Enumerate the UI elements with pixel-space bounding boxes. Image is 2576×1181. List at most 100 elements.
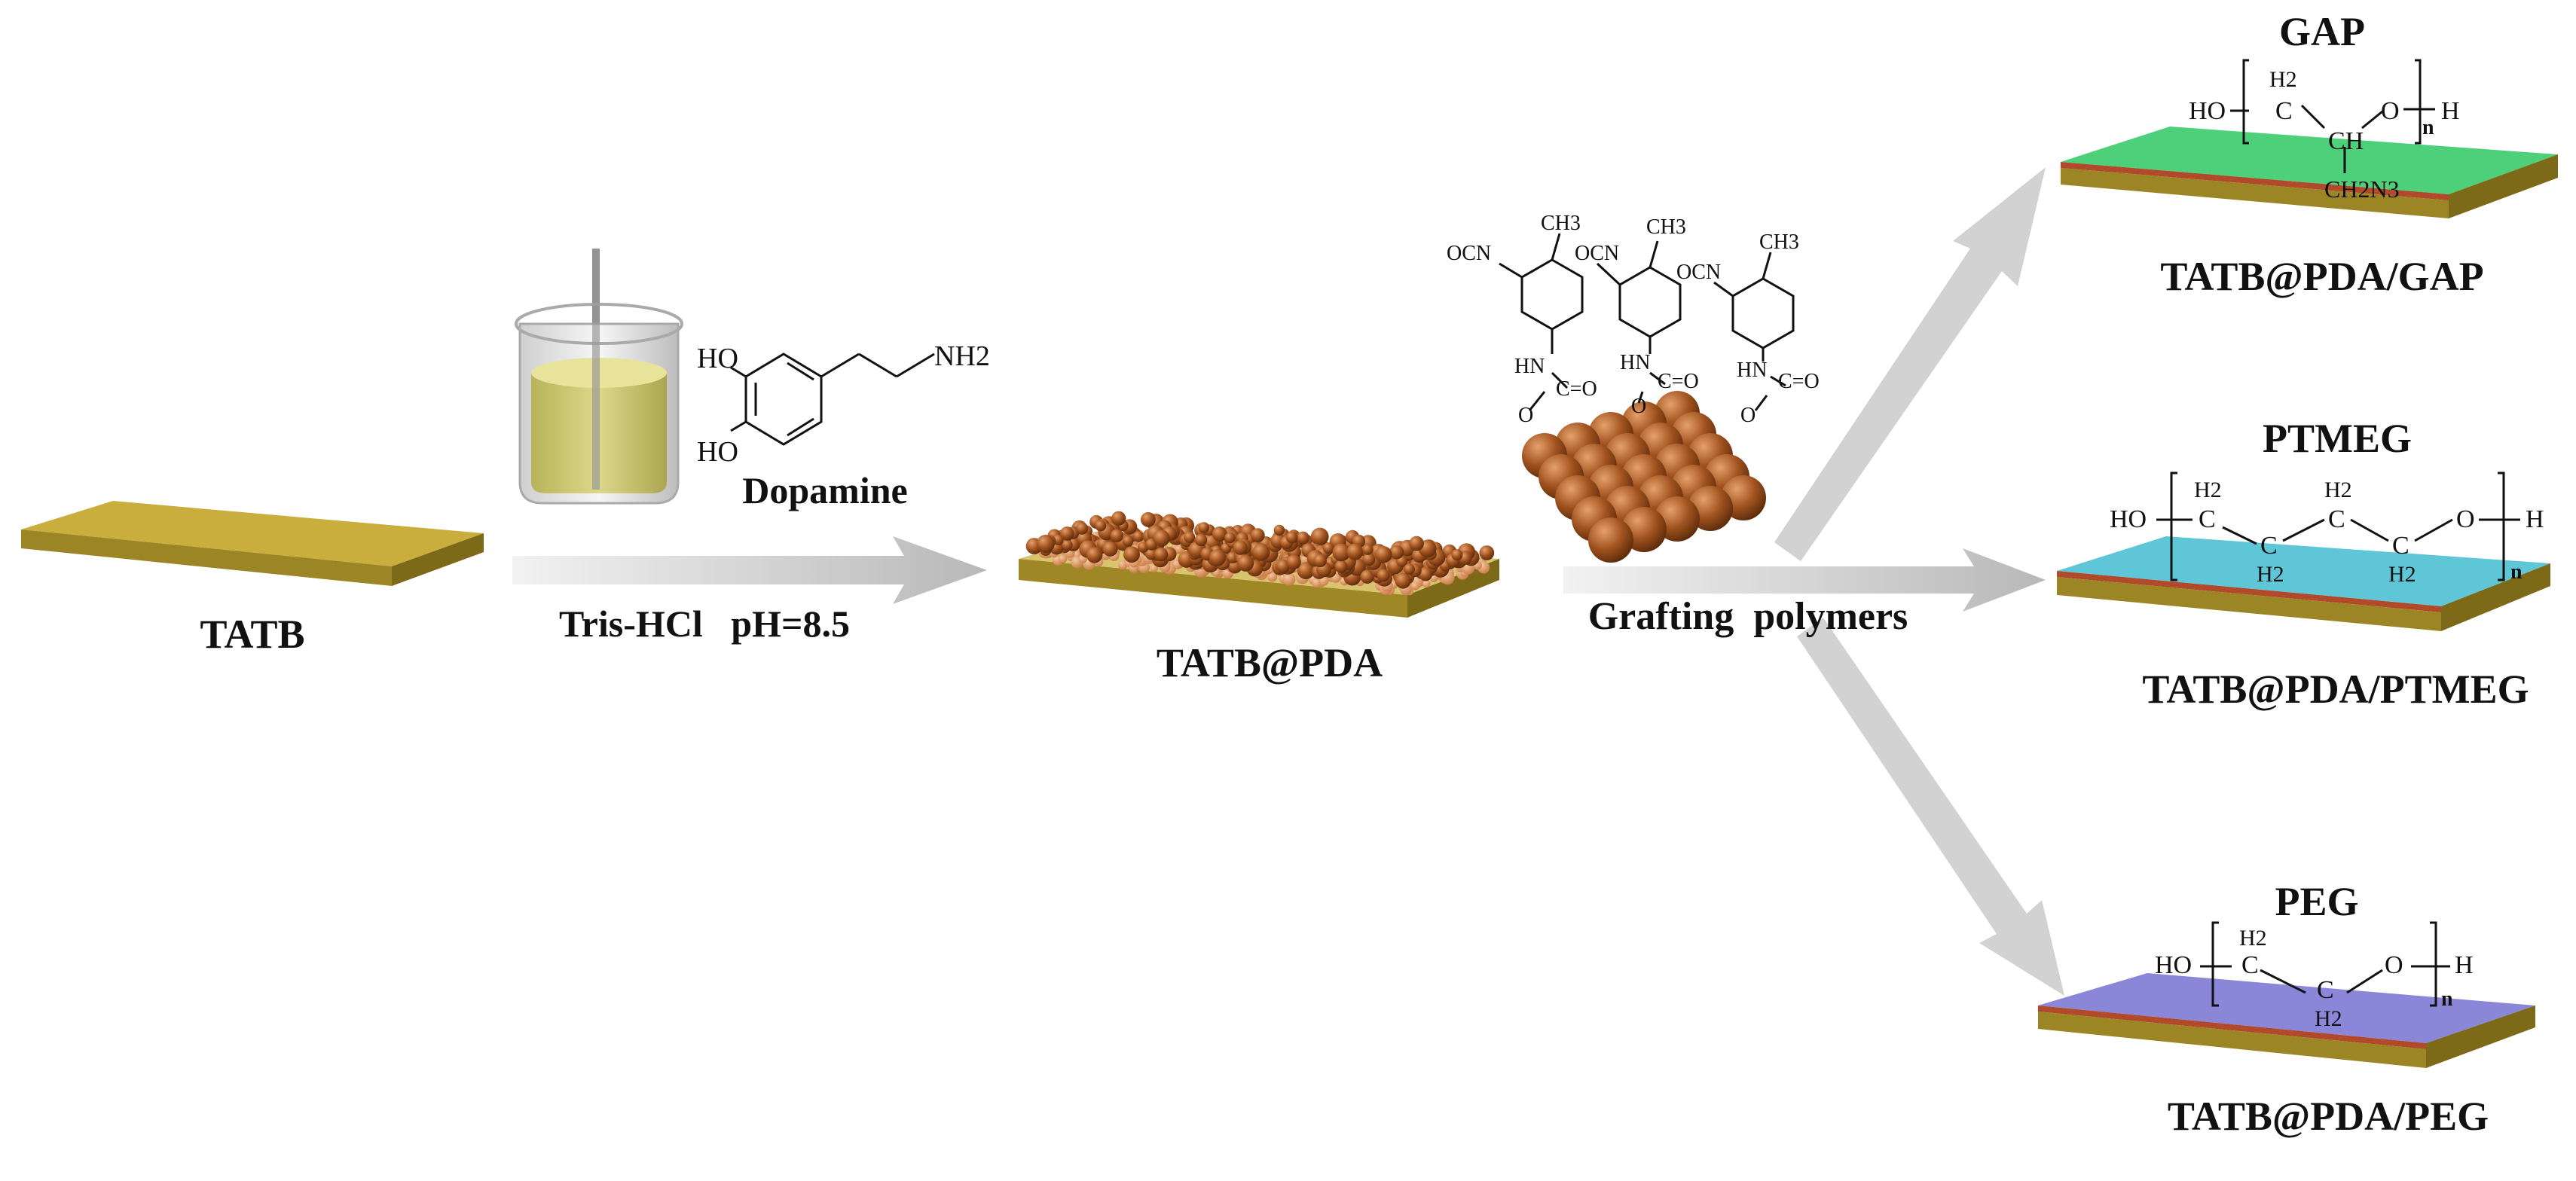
label-dopamine: Dopamine xyxy=(742,469,907,511)
graft1-co: C=O xyxy=(1556,377,1597,401)
pda-particle xyxy=(1144,548,1157,560)
pda-particle xyxy=(1362,553,1376,566)
ptmeg-structure: HO H2 C C H2 H2 C C H2 O H n xyxy=(2110,471,2544,587)
pda-particle xyxy=(1322,542,1334,554)
label-tatb-pda-gap: TATB@PDA/GAP xyxy=(2160,254,2483,299)
ptmeg-n: n xyxy=(2510,560,2523,584)
pda-particle xyxy=(1297,562,1315,579)
ptmeg-c-1: C xyxy=(2199,505,2216,533)
graft2-o: O xyxy=(1631,395,1646,418)
pda-particle xyxy=(1395,572,1411,589)
label-gap-title: GAP xyxy=(2279,9,2365,54)
graft2-hn: HN xyxy=(1620,351,1650,374)
pda-particle xyxy=(1194,533,1208,547)
pda-particle xyxy=(1123,546,1140,563)
beaker-icon xyxy=(515,249,683,505)
peg-o: O xyxy=(2385,951,2403,979)
gap-plate xyxy=(2061,127,2558,218)
pda-particle xyxy=(1102,541,1118,557)
pda-particle xyxy=(1267,572,1278,582)
pda-particle xyxy=(1286,554,1301,569)
graft2-ch3: CH3 xyxy=(1646,215,1686,239)
pda-particle xyxy=(1154,547,1169,562)
pda-particle xyxy=(1212,526,1227,542)
dopamine-ho-top: HO xyxy=(697,343,738,374)
pda-particle xyxy=(1404,563,1415,575)
pda-particle xyxy=(1389,545,1404,560)
label-tatb-pda-ptmeg: TATB@PDA/PTMEG xyxy=(2142,667,2529,712)
peg-plate xyxy=(2038,973,2535,1068)
pda-particle xyxy=(1058,554,1068,563)
pda-particle xyxy=(1377,569,1390,582)
label-tatb-pda-peg: TATB@PDA/PEG xyxy=(2168,1094,2489,1139)
pda-particle xyxy=(1374,546,1392,563)
pda-particle xyxy=(1273,524,1285,536)
pda-particle xyxy=(1252,543,1270,561)
ptmeg-plate xyxy=(2057,536,2550,631)
ptmeg-o: O xyxy=(2456,505,2475,533)
gap-ho: HO xyxy=(2189,97,2226,125)
pda-particle xyxy=(1237,554,1254,572)
pda-particle xyxy=(1282,572,1296,586)
graft1-ocn: OCN xyxy=(1447,242,1491,265)
peg-c-2: C xyxy=(2317,976,2334,1004)
pda-particle xyxy=(1095,520,1107,532)
pda-particle xyxy=(1334,560,1348,573)
tatb-plate xyxy=(21,501,484,586)
label-grafting: Grafting polymers xyxy=(1588,595,1908,638)
arrow-to-ptmeg xyxy=(1563,548,2046,612)
label-peg-title: PEG xyxy=(2275,879,2358,924)
pda-particle xyxy=(1132,531,1144,542)
peg-c-1: C xyxy=(2241,951,2259,979)
graft3-co: C=O xyxy=(1778,370,1820,393)
graft1-o: O xyxy=(1518,404,1533,427)
ptmeg-ho: HO xyxy=(2110,505,2147,533)
gap-n: n xyxy=(2422,116,2434,139)
pda-particle xyxy=(1296,531,1309,545)
peg-structure: HO H2 C C H2 O H n xyxy=(2155,921,2474,1031)
pda-particle xyxy=(1310,527,1329,546)
dopamine-nh2: NH2 xyxy=(934,340,990,372)
dopamine-ho-bottom: HO xyxy=(697,436,738,468)
pda-particle xyxy=(1076,522,1089,535)
urethane-grafts: CH3 OCN HN C=O O CH3 OCN HN C=O O CH3 OC… xyxy=(1447,212,1820,427)
pda-particle xyxy=(1346,543,1364,560)
grafted-particle-cluster xyxy=(1522,391,1766,563)
pda-particle xyxy=(1036,535,1055,553)
pda-particle xyxy=(1233,540,1248,555)
pda-particle xyxy=(1086,547,1103,563)
gap-o: O xyxy=(2381,97,2400,125)
graft1-hn: HN xyxy=(1514,355,1545,378)
ptmeg-c-2: C xyxy=(2260,532,2278,560)
pda-particle xyxy=(1153,529,1170,547)
label-ptmeg-title: PTMEG xyxy=(2263,416,2412,461)
ptmeg-c-4: C xyxy=(2392,532,2409,560)
graft1-ch3: CH3 xyxy=(1541,212,1581,235)
pda-sphere xyxy=(1588,517,1633,563)
pda-particle xyxy=(1184,531,1196,543)
gap-ch: CH xyxy=(2328,127,2364,155)
pda-particle xyxy=(1111,511,1126,526)
pda-particle xyxy=(1362,544,1374,555)
graft2-co: C=O xyxy=(1658,370,1699,393)
ptmeg-h2-1: H2 xyxy=(2194,478,2222,502)
ptmeg-c-3: C xyxy=(2328,505,2345,533)
pda-particle-layer xyxy=(1025,511,1495,596)
peg-n: n xyxy=(2441,987,2453,1011)
pda-particle xyxy=(1122,535,1134,547)
label-tatb: TATB xyxy=(200,612,304,657)
pda-particle xyxy=(1060,526,1074,541)
pda-particle xyxy=(1409,536,1424,551)
pda-particle xyxy=(1110,529,1124,542)
ptmeg-h2-3: H2 xyxy=(2324,478,2352,502)
pda-particle xyxy=(1062,539,1073,551)
gap-structure: HO H2 C CH O H n CH2N3 xyxy=(2189,59,2460,203)
pda-particle xyxy=(1224,532,1236,544)
graft3-ch3: CH3 xyxy=(1759,230,1799,254)
pda-particle xyxy=(1250,528,1265,543)
pda-particle xyxy=(1285,531,1298,544)
peg-h2-1: H2 xyxy=(2239,926,2267,951)
gap-h: H xyxy=(2441,97,2460,125)
gap-h2: H2 xyxy=(2269,67,2297,92)
